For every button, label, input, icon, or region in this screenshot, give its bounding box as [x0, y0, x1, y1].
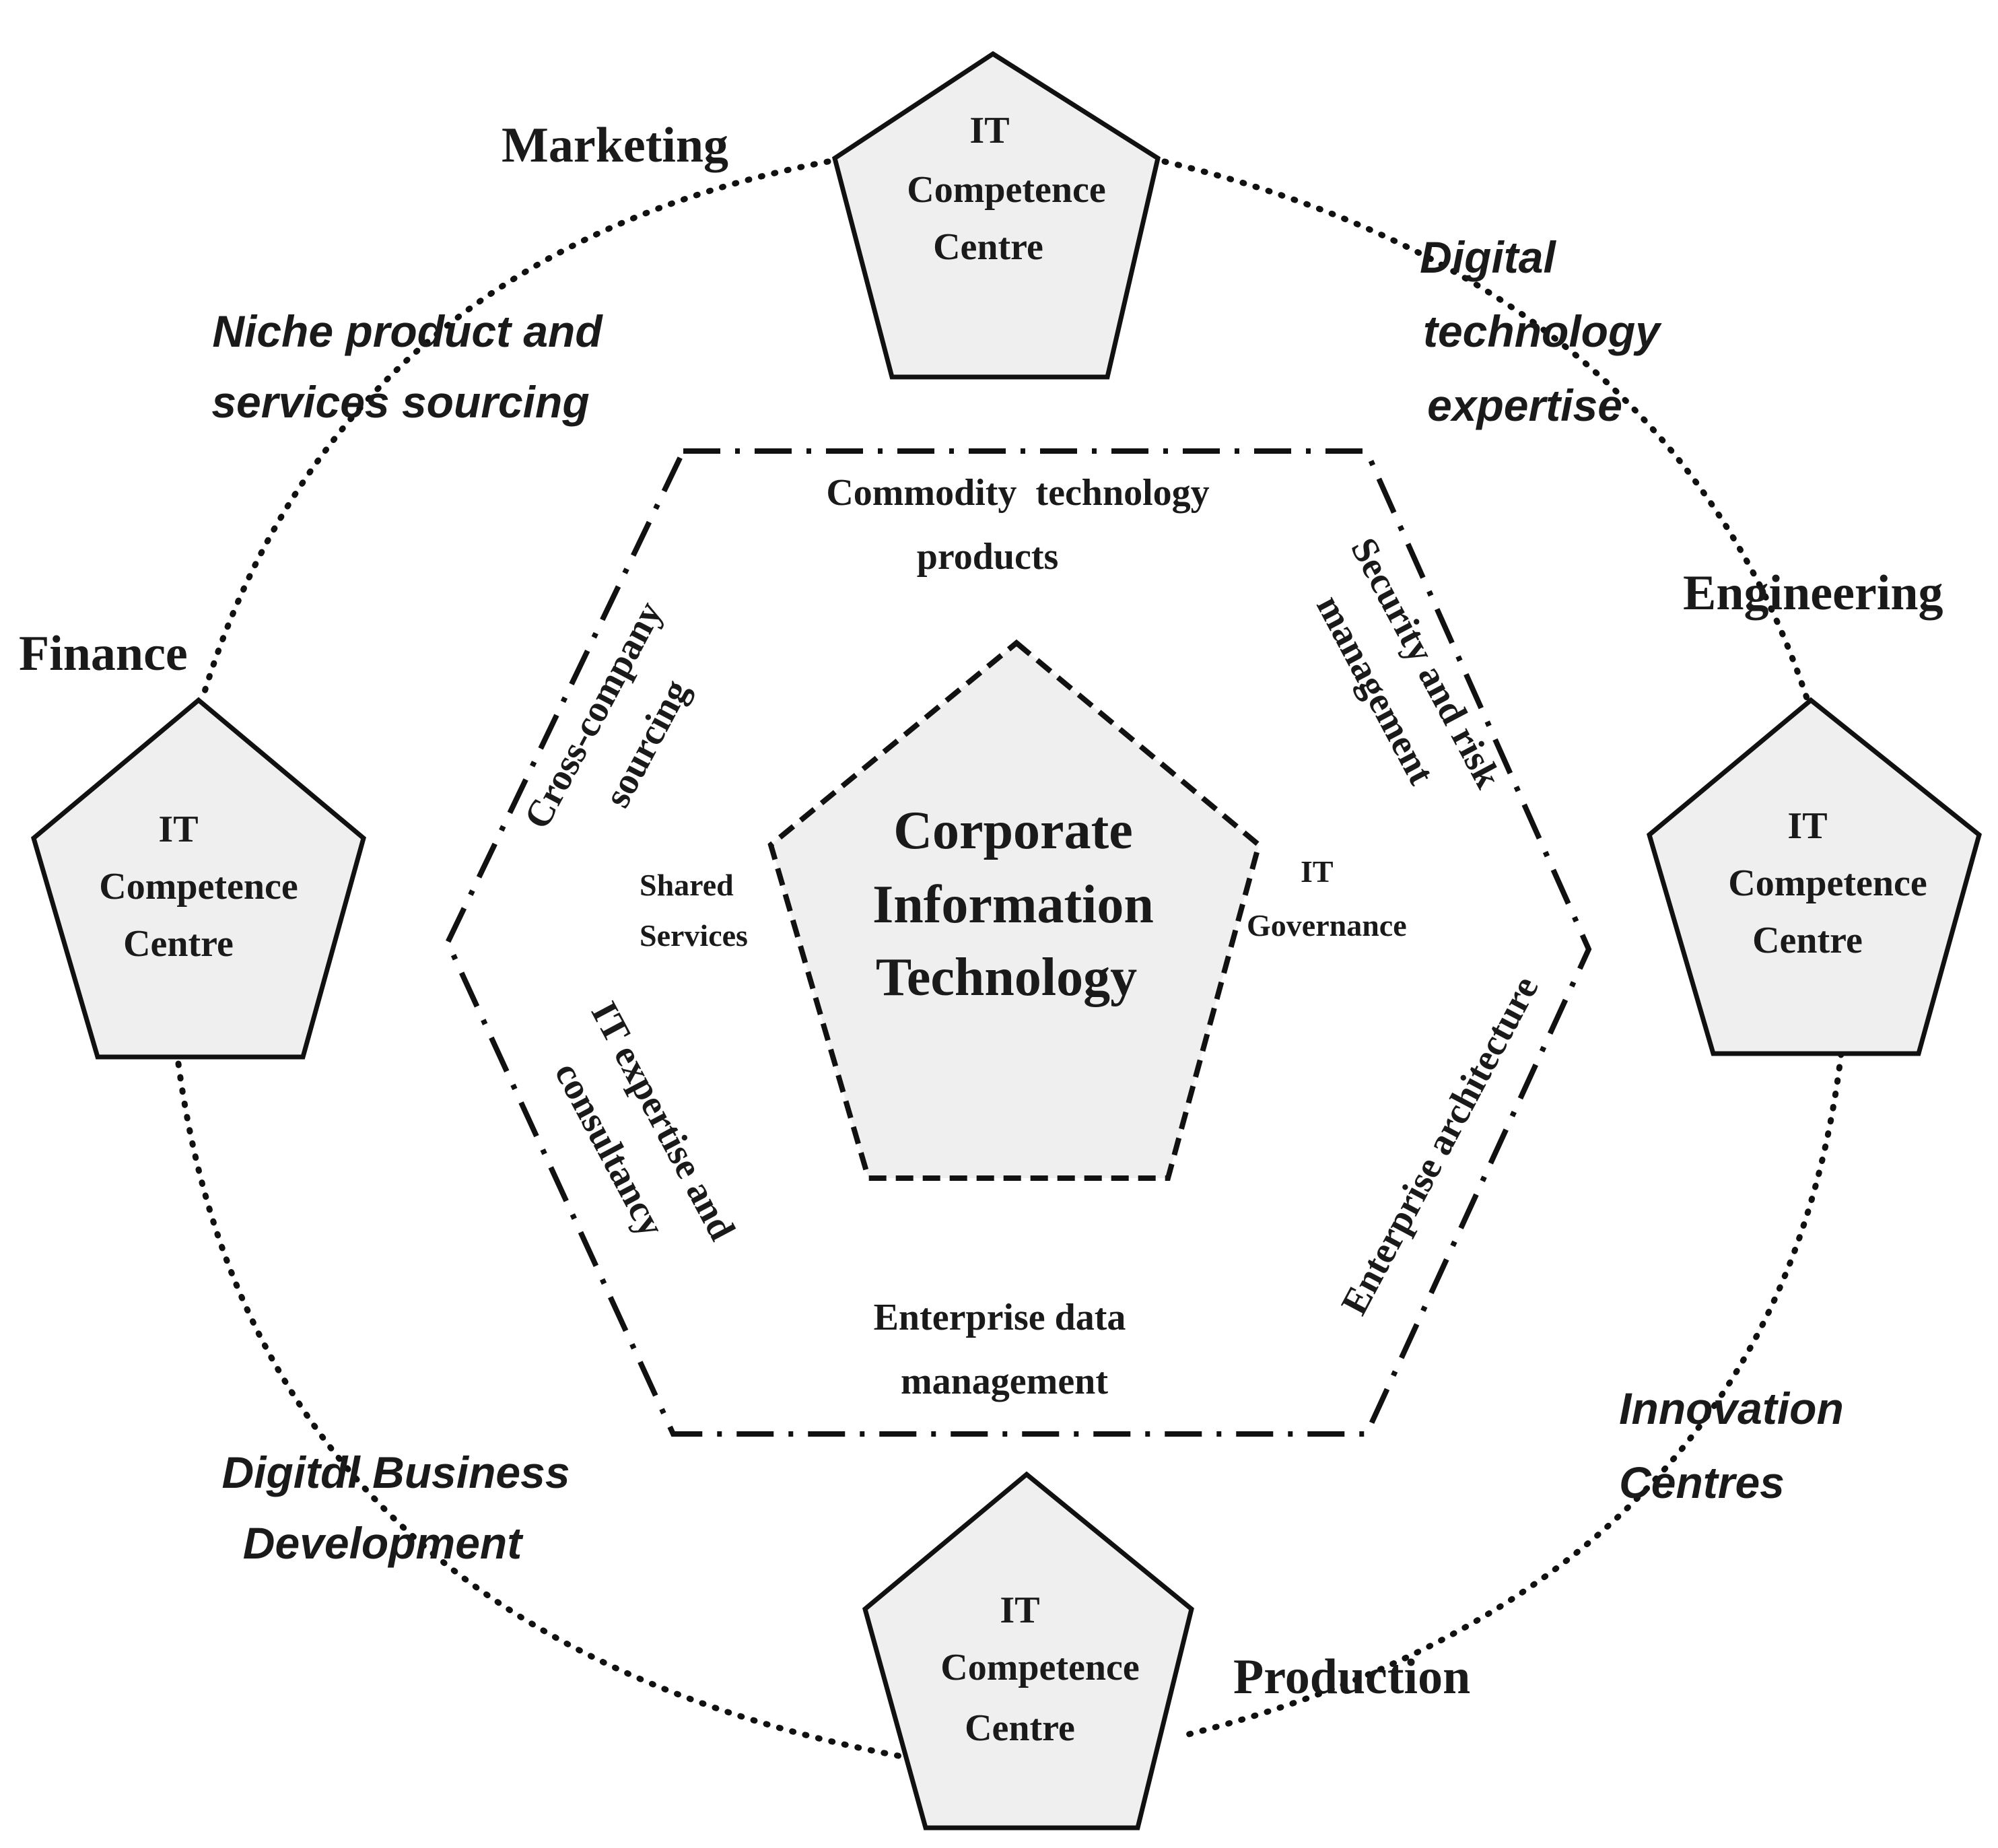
role-niche-sourcing: Niche product and services sourcing [211, 306, 603, 427]
cc-left-line-3: Centre [123, 923, 234, 965]
department-marketing: Marketing [502, 118, 728, 173]
cc-top-line-3: Centre [933, 226, 1043, 268]
role-digital-technology-expertise: Digital technology expertise [1420, 232, 1662, 430]
role-business-line-2: Development [243, 1518, 524, 1568]
cc-top-line-1: IT [969, 110, 1009, 151]
role-digital-line-3: expertise [1427, 380, 1622, 430]
cc-top-line-2: Competence [907, 169, 1105, 211]
competence-centre-bottom-pentagon [862, 1471, 1194, 1830]
cc-bottom-line-1: IT [1000, 1589, 1039, 1631]
role-innovation-centres: Innovation Centres [1619, 1383, 1844, 1507]
center-line-2: Information [872, 875, 1154, 934]
cc-right-line-2: Competence [1728, 862, 1927, 904]
outer-dotted-ring [175, 158, 1845, 1760]
label-shared-services: Shared Services [640, 868, 748, 953]
competence-centre-top-pentagon [831, 50, 1161, 380]
role-innovation-line-2: Centres [1619, 1458, 1785, 1507]
cc-bottom-line-2: Competence [940, 1647, 1139, 1688]
competence-centre-top-label: IT Competence Centre [907, 110, 1105, 268]
role-digital-business-development: Digitdl Business Development [221, 1447, 570, 1568]
ring-arc-marketing-engineering [1161, 158, 1811, 704]
competence-centre-left-pentagon [30, 697, 366, 1060]
department-engineering: Engineering [1683, 566, 1943, 621]
hex-it-expertise-consultancy: IT expertise and consultancy [546, 995, 743, 1247]
label-it-governance: IT Governance [1247, 854, 1407, 943]
cc-right-line-3: Centre [1752, 920, 1863, 961]
it-governance-line-1: IT [1301, 854, 1334, 889]
it-governance-line-2: Governance [1247, 908, 1407, 943]
corporate-it-title: Corporate Information Technology [872, 801, 1154, 1007]
cc-bottom-line-3: Centre [965, 1707, 1075, 1749]
role-business-line-1: Digitdl Business [221, 1447, 570, 1497]
competence-centre-left-label: IT Competence Centre [99, 809, 298, 965]
role-innovation-line-1: Innovation [1619, 1383, 1844, 1433]
role-digital-line-2: technology [1423, 306, 1662, 356]
competence-centre-right-pentagon [1646, 697, 1982, 1056]
competence-centre-bottom-label: IT Competence Centre [940, 1589, 1139, 1749]
corporate-it-pentagon [767, 639, 1262, 1181]
cc-right-line-1: IT [1787, 805, 1827, 847]
commodity-line-2: products [917, 536, 1059, 578]
hex-enterprise-data-management: Enterprise data management [874, 1297, 1126, 1402]
ring-arc-marketing-finance [199, 158, 831, 704]
commodity-line-1: Commodity technology [826, 472, 1209, 514]
department-finance: Finance [19, 626, 188, 681]
department-production: Production [1233, 1649, 1470, 1705]
enterprise-data-line-1: Enterprise data [874, 1297, 1126, 1338]
center-line-1: Corporate [893, 801, 1132, 860]
ring-arc-engineering-production [1175, 1050, 1845, 1740]
ring-arc-finance-production [175, 1060, 909, 1760]
competence-centre-right-label: IT Competence Centre [1728, 805, 1927, 961]
hex-commodity-technology-products: Commodity technology products [826, 472, 1209, 578]
cc-left-line-1: IT [158, 809, 198, 850]
role-digital-line-1: Digital [1420, 232, 1556, 282]
role-niche-line-2: services sourcing [211, 377, 589, 427]
enterprise-data-line-2: management [901, 1361, 1108, 1402]
role-niche-line-1: Niche product and [212, 306, 603, 356]
center-line-3: Technology [876, 948, 1137, 1007]
shared-services-line-2: Services [640, 918, 748, 953]
shared-services-line-1: Shared [640, 868, 734, 902]
cc-left-line-2: Competence [99, 866, 298, 908]
hex-security-risk-management: Security and risk management [1308, 531, 1509, 795]
